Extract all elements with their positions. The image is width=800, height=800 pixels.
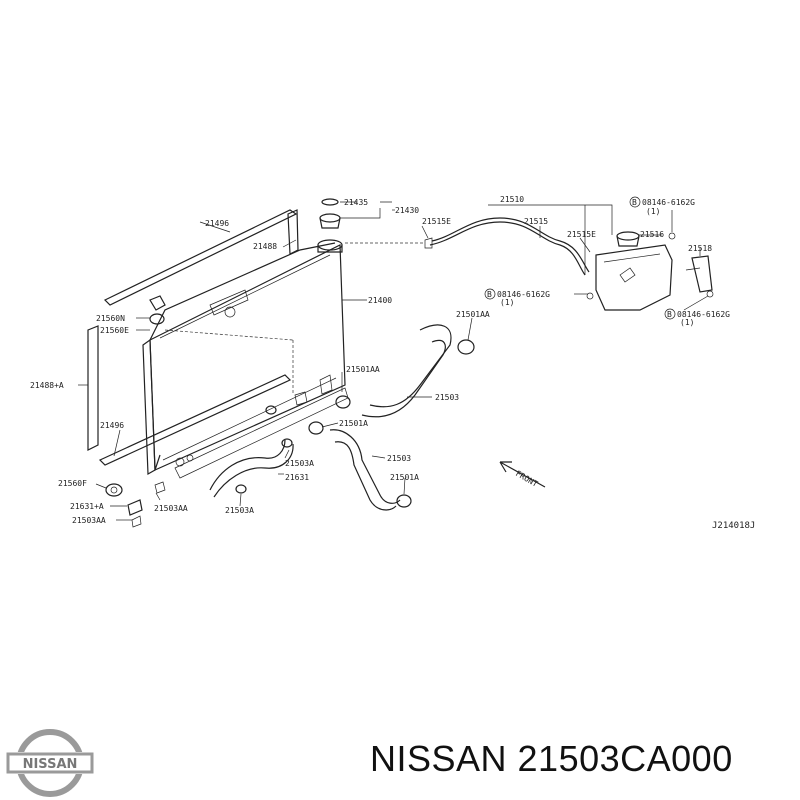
label-21560F: 21560F — [58, 479, 87, 488]
label-08146-bot: 08146-6162G — [677, 310, 730, 319]
label-21488: 21488 — [253, 242, 277, 251]
radiator-core — [142, 242, 349, 479]
label-21501A-bot: 21501A — [390, 473, 419, 482]
label-21400: 21400 — [368, 296, 392, 305]
radiator-mounts — [105, 295, 166, 528]
bolt-marker-top: B — [632, 198, 637, 207]
label-21488A: 21488+A — [30, 381, 64, 390]
label-21560N: 21560N — [96, 314, 125, 323]
small-hose — [209, 405, 294, 498]
label-21515E-top: 21515E — [422, 217, 451, 226]
label-qty-mid: (1) — [500, 298, 514, 307]
label-08146-mid: 08146-6162G — [497, 290, 550, 299]
overflow-hose — [345, 217, 590, 276]
label-21503A-mid: 21503A — [285, 459, 314, 468]
bolt-markers: B B B — [484, 196, 676, 320]
label-21501A-mid: 21501A — [339, 419, 368, 428]
label-21515: 21515 — [524, 217, 548, 226]
label-21503A-bot: 21503A — [225, 506, 254, 515]
label-08146-top: 08146-6162G — [642, 198, 695, 207]
reservoir-tank — [586, 231, 714, 311]
radiator-parts-diagram: B B B FRONT 21435 21430 21510 21496 2151… — [30, 195, 755, 531]
front-arrow: FRONT — [499, 461, 546, 489]
bolt-marker-bot: B — [667, 310, 672, 319]
part-labels: 21435 21430 21510 21496 21515E 21515 214… — [30, 195, 755, 531]
diagram-code: J214018J — [712, 521, 755, 531]
lower-radiator-hose — [329, 429, 412, 511]
label-qty-bot: (1) — [680, 318, 694, 327]
label-21503-right: 21503 — [435, 393, 459, 402]
radiator-seals — [87, 209, 299, 466]
label-21631: 21631 — [285, 473, 309, 482]
label-21501AA-mid: 21501AA — [346, 365, 380, 374]
label-21503AA-mid: 21503AA — [154, 504, 188, 513]
part-number-caption: NISSAN 21503CA000 — [370, 738, 733, 779]
label-21510: 21510 — [500, 195, 524, 204]
bolt-marker-mid: B — [487, 290, 492, 299]
label-21435: 21435 — [344, 198, 368, 207]
leader-lines — [78, 201, 709, 521]
label-qty-top: (1) — [646, 207, 660, 216]
label-21496-top: 21496 — [205, 219, 229, 228]
nissan-logo: NISSAN — [6, 729, 94, 797]
label-21496-bot: 21496 — [100, 421, 124, 430]
label-21516: 21516 — [640, 230, 664, 239]
label-21430: 21430 — [395, 206, 419, 215]
upper-radiator-hose — [308, 324, 475, 435]
label-21501AA-top: 21501AA — [456, 310, 490, 319]
label-21503AA-left: 21503AA — [72, 516, 106, 525]
label-21560E: 21560E — [100, 326, 129, 335]
front-label: FRONT — [514, 469, 540, 489]
label-21518: 21518 — [688, 244, 712, 253]
logo-text: NISSAN — [23, 757, 78, 772]
label-21631A: 21631+A — [70, 502, 104, 511]
label-21503-mid: 21503 — [387, 454, 411, 463]
label-21515E-right: 21515E — [567, 230, 596, 239]
